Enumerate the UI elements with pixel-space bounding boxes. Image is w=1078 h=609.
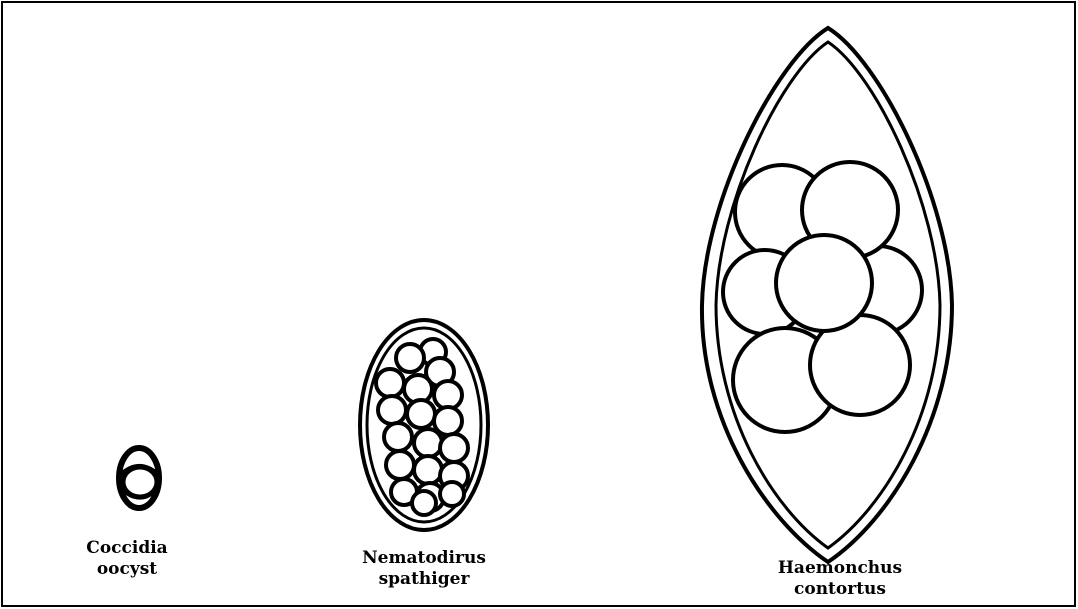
nematodirus-label-line-1: Nematodirus bbox=[344, 548, 504, 569]
nematodirus-egg-drawing bbox=[360, 320, 488, 530]
blastomere bbox=[440, 434, 468, 462]
haemonchus-contortus-label: Haemonchus contortus bbox=[760, 558, 920, 600]
blastomere bbox=[412, 491, 436, 515]
blastomere bbox=[407, 400, 435, 428]
nematodirus-label-line-2: spathiger bbox=[344, 569, 504, 590]
nematodirus-spathiger-label: Nematodirus spathiger bbox=[344, 548, 504, 590]
coccidia-label-line-2: oocyst bbox=[72, 559, 182, 580]
nematodirus-blastomeres bbox=[376, 339, 468, 515]
blastomere bbox=[384, 423, 412, 451]
blastomere bbox=[386, 451, 414, 479]
blastomere bbox=[396, 344, 424, 372]
haemonchus-blastomeres bbox=[723, 162, 922, 432]
blastomere bbox=[434, 381, 462, 409]
blastomere bbox=[776, 235, 872, 331]
blastomere bbox=[378, 396, 406, 424]
coccidia-label-line-1: Coccidia bbox=[72, 538, 182, 559]
blastomere bbox=[376, 369, 404, 397]
coccidia-oocyst-label: Coccidia oocyst bbox=[72, 538, 182, 580]
haemonchus-egg-drawing bbox=[702, 28, 952, 562]
haemonchus-label-line-2: contortus bbox=[760, 579, 920, 600]
blastomere bbox=[414, 429, 442, 457]
haemonchus-label-line-1: Haemonchus bbox=[760, 558, 920, 579]
coccidia-oocyst-drawing bbox=[119, 448, 159, 508]
blastomere bbox=[414, 456, 442, 484]
blastomere bbox=[440, 482, 464, 506]
